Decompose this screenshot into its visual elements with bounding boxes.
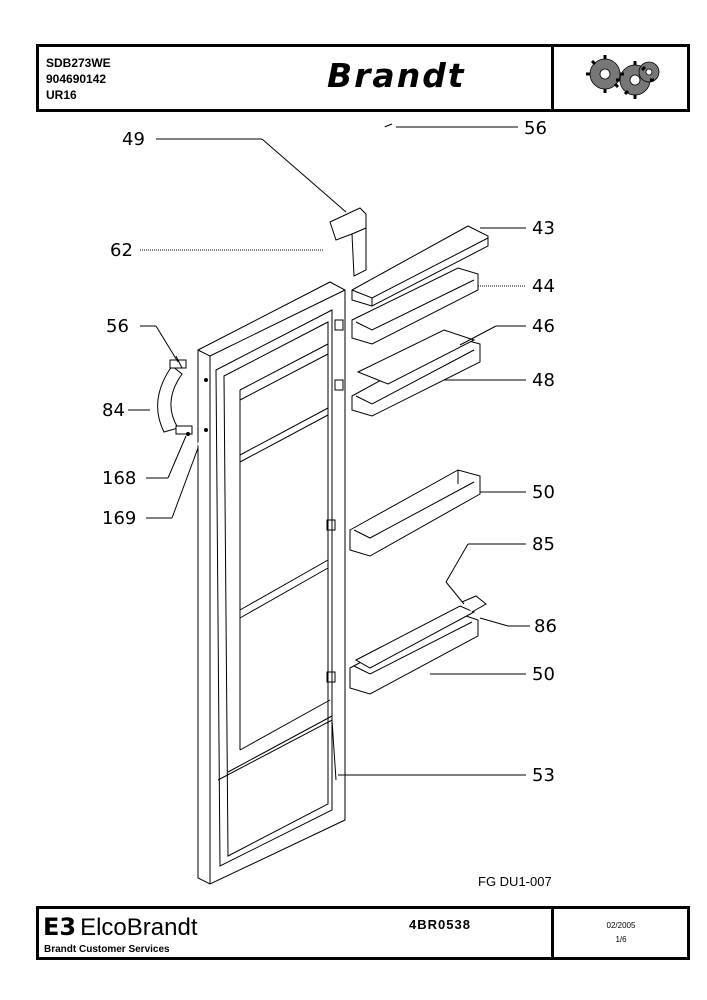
callout-168: 168 (102, 468, 136, 489)
screw-left (175, 355, 183, 369)
door-shelf-middle (349, 469, 481, 557)
callout-86: 86 (534, 616, 557, 637)
callout-43: 43 (532, 218, 555, 239)
callout-49: 49 (122, 129, 145, 150)
callout-53: 53 (532, 765, 555, 786)
callout-46: 46 (532, 316, 555, 337)
date-page-box: 02/2005 1/6 (559, 913, 683, 947)
bottle-retainer (354, 605, 476, 669)
figure-reference: FG DU1-007 (478, 874, 552, 889)
customer-services-label: Brandt Customer Services (44, 944, 170, 955)
door-top-edge (209, 289, 346, 357)
gears-icon (559, 50, 683, 106)
page-number: 1/6 (615, 935, 627, 944)
callout-84: 84 (102, 400, 125, 421)
brand-logo: Brandt (327, 56, 466, 95)
issue-date: 02/2005 (606, 921, 636, 930)
callout-50-low: 50 (532, 664, 555, 685)
header-divider (551, 47, 554, 109)
callout-169: 169 (102, 508, 136, 529)
door-outer-frame (197, 281, 346, 885)
company-mark: E3 (43, 913, 77, 941)
callout-48: 48 (532, 370, 555, 391)
callout-85: 85 (532, 534, 555, 555)
part-number: 904690142 (46, 72, 107, 86)
door-handle (157, 365, 183, 433)
bottle-clip (461, 595, 487, 613)
egg-tray (356, 329, 476, 385)
callout-56-top: 56 (524, 118, 547, 139)
document-code: 4BR0538 (409, 917, 471, 932)
dairy-compartment (351, 267, 479, 345)
model-code: SDB273WE (46, 56, 111, 70)
dairy-lid (351, 225, 489, 307)
callout-56-left: 56 (106, 316, 129, 337)
company-name: ElcoBrandt (80, 914, 198, 941)
footer-divider (551, 909, 554, 957)
callout-62: 62 (110, 240, 133, 261)
model-info: SDB273WE 904690142 UR16 (46, 55, 111, 103)
door-inner-liner (215, 309, 333, 867)
callout-44: 44 (532, 276, 555, 297)
version-code: UR16 (46, 88, 77, 102)
header-frame: SDB273WE 904690142 UR16 Brandt (36, 44, 690, 112)
top-cover (329, 207, 367, 277)
callout-50-mid: 50 (532, 482, 555, 503)
part-62 (325, 249, 331, 255)
